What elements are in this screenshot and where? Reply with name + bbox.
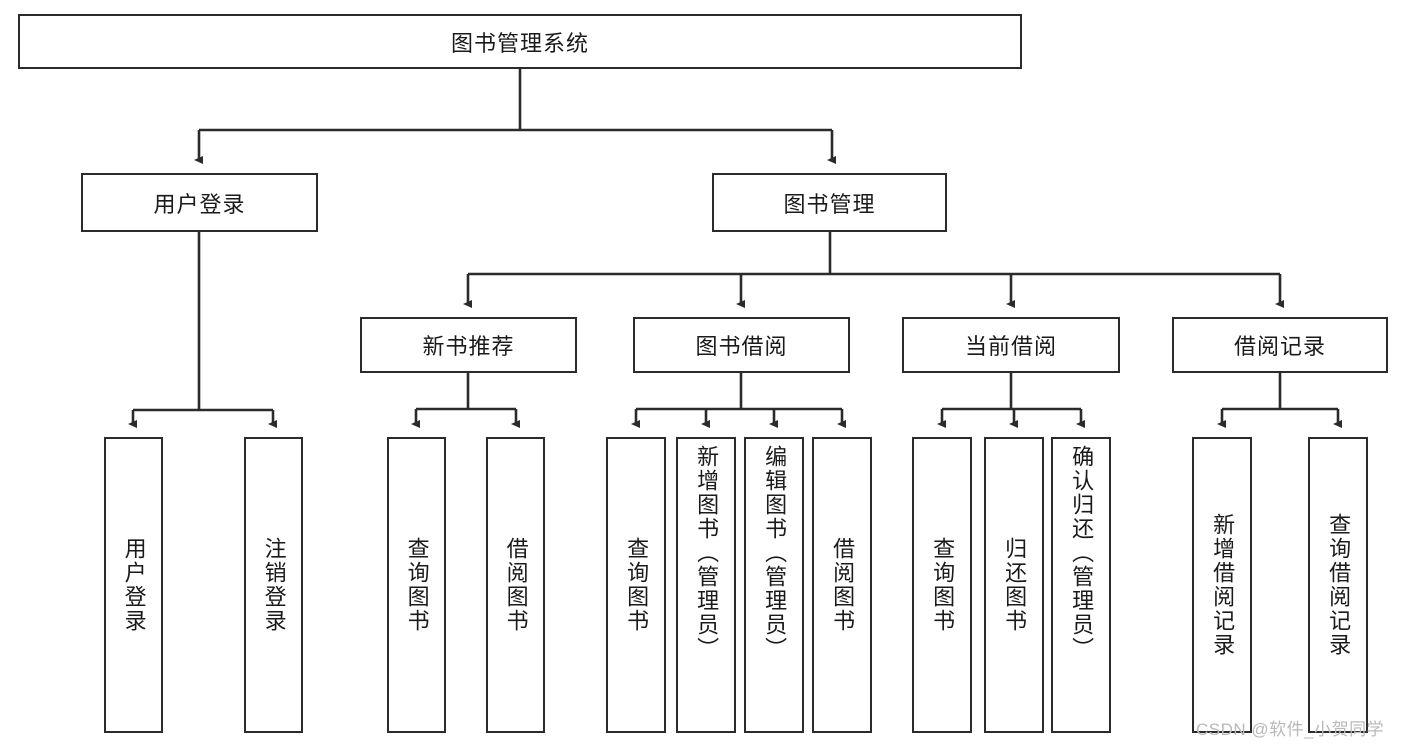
leaf-confirm-return-admin-label: 确认归还（管理员） [1069, 445, 1095, 661]
node-book-manage-label: 图书管理 [783, 191, 876, 217]
node-user-login-label: 用户登录 [153, 191, 246, 217]
leaf-query-book-current[interactable]: 查询图书 [912, 437, 972, 733]
node-book-borrow[interactable]: 图书借阅 [633, 317, 850, 373]
leaf-query-book-borrow-label: 查询图书 [624, 537, 650, 633]
node-current-borrow-label: 当前借阅 [964, 334, 1057, 359]
leaf-borrow-book-label: 借阅图书 [830, 537, 856, 633]
node-current-borrow[interactable]: 当前借阅 [902, 317, 1120, 373]
node-user-login[interactable]: 用户登录 [81, 173, 318, 232]
leaf-user-login-label: 用户登录 [121, 537, 147, 633]
leaf-return-book[interactable]: 归还图书 [984, 437, 1044, 733]
leaf-query-borrow-record-label: 查询借阅记录 [1326, 513, 1352, 657]
leaf-add-book-admin[interactable]: 新增图书（管理员） [676, 437, 736, 733]
leaf-query-book-rec[interactable]: 查询图书 [387, 437, 446, 733]
leaf-edit-book-admin[interactable]: 编辑图书（管理员） [744, 437, 804, 733]
leaf-edit-book-admin-label: 编辑图书（管理员） [762, 445, 788, 661]
node-book-borrow-label: 图书借阅 [695, 334, 788, 359]
leaf-user-logout[interactable]: 注销登录 [244, 437, 303, 733]
node-book-manage[interactable]: 图书管理 [712, 173, 947, 232]
leaf-query-book-borrow[interactable]: 查询图书 [606, 437, 666, 733]
node-root-label: 图书管理系统 [450, 30, 589, 56]
leaf-borrow-book[interactable]: 借阅图书 [812, 437, 872, 733]
watermark: CSDN @软件_小贺同学 [1196, 720, 1385, 739]
leaf-add-book-admin-label: 新增图书（管理员） [694, 445, 720, 661]
leaf-query-book-rec-label: 查询图书 [404, 537, 430, 633]
leaf-return-book-label: 归还图书 [1002, 537, 1028, 633]
node-new-book-recommend[interactable]: 新书推荐 [360, 317, 577, 373]
leaf-borrow-book-rec-label: 借阅图书 [503, 537, 529, 633]
leaf-borrow-book-rec[interactable]: 借阅图书 [486, 437, 545, 733]
leaf-user-login[interactable]: 用户登录 [104, 437, 163, 733]
node-borrow-record-label: 借阅记录 [1233, 334, 1326, 359]
leaf-add-borrow-record[interactable]: 新增借阅记录 [1192, 437, 1252, 733]
leaf-query-borrow-record[interactable]: 查询借阅记录 [1308, 437, 1368, 733]
node-new-book-recommend-label: 新书推荐 [422, 334, 515, 359]
leaf-confirm-return-admin[interactable]: 确认归还（管理员） [1051, 437, 1111, 733]
leaf-query-book-current-label: 查询图书 [930, 537, 956, 633]
node-root[interactable]: 图书管理系统 [18, 14, 1022, 69]
leaf-add-borrow-record-label: 新增借阅记录 [1210, 513, 1236, 657]
node-borrow-record[interactable]: 借阅记录 [1172, 317, 1388, 373]
leaf-user-logout-label: 注销登录 [261, 537, 287, 633]
